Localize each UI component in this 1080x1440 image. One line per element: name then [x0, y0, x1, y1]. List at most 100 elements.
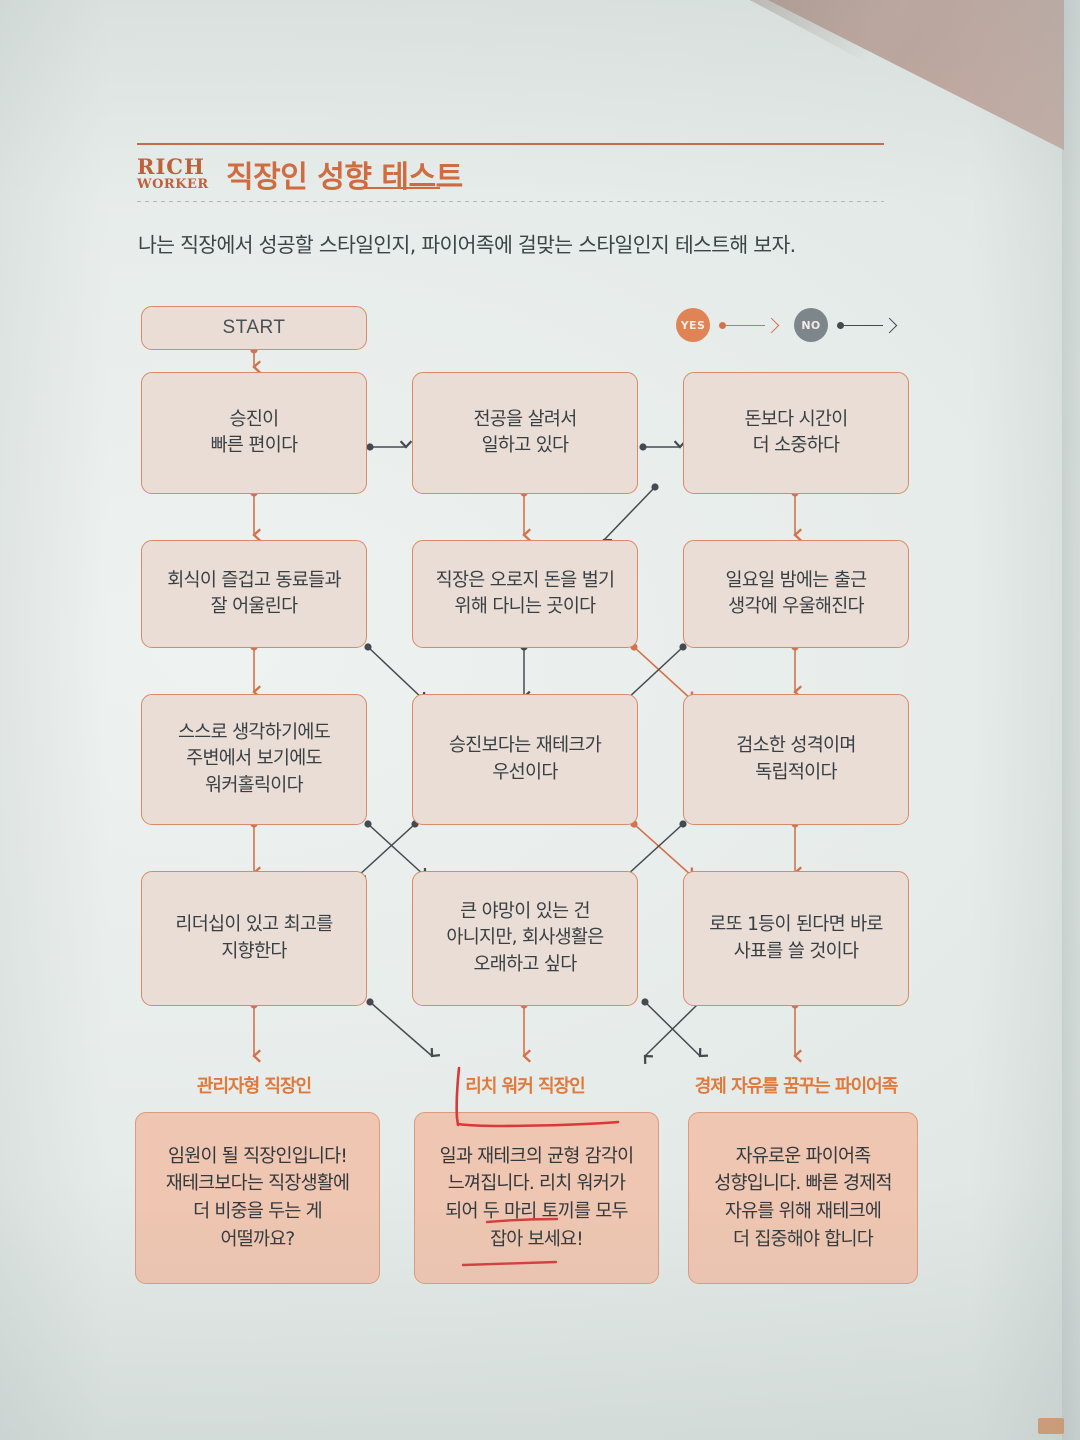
result-box-2-line1: 일과 재테크의 균형 감각이 [439, 1145, 634, 1167]
flow-node-q8[interactable]: 승진보다는 재테크가 우선이다 [412, 694, 638, 825]
wire-q1-to-q2 [366, 440, 413, 451]
flow-node-q12-line1: 로또 1등이 된다면 바로 [709, 914, 883, 936]
legend-item-no: NO [794, 308, 898, 342]
flow-node-q6-line2: 생각에 우울해진다 [728, 596, 864, 617]
flow-node-q11-line1: 큰 야망이 있는 건 [460, 901, 590, 923]
flow-node-q2-line2: 일하고 있다 [481, 435, 569, 456]
flow-node-q10-line2: 지향한다 [221, 940, 287, 962]
wire-q8-to-q10-no [356, 820, 419, 884]
flow-node-q2[interactable]: 전공을 살려서 일하고 있다 [412, 372, 638, 494]
legend-dot-yes [719, 322, 726, 329]
flow-node-q4[interactable]: 회식이 즐겁고 동료들과 잘 어울린다 [141, 540, 367, 648]
flow-node-q7-line2: 주변에서 보기에도 [186, 748, 322, 770]
flow-node-q12[interactable]: 로또 1등이 된다면 바로 사표를 쓸 것이다 [683, 871, 909, 1006]
wire-q10-to-r2-no [366, 998, 441, 1058]
result-title-2: 리치 워커 직장인 [465, 1076, 585, 1097]
wire-q9-to-q11-no [624, 820, 687, 884]
result-box-2-line2: 느껴집니다. 리치 워커가 [447, 1173, 626, 1195]
wire-q9-to-q12-yes [791, 820, 803, 880]
wire-q5-to-q9-yes-diagonal [630, 643, 701, 702]
legend-dot-no [837, 322, 844, 329]
legend-arrow-yes [719, 317, 780, 333]
page-title: 직장인 성향 테스트 [226, 160, 463, 195]
flow-node-q2-line1: 전공을 살려서 [473, 408, 577, 430]
result-title-3: 경제 자유를 꿈꾸는 파이어족 [694, 1076, 899, 1097]
flow-node-q1[interactable]: 승진이 빠른 편이다 [141, 372, 367, 494]
result-box-2-line3: 되어 두 마리 토끼를 모두 [445, 1201, 628, 1222]
logo-line-rich: RICH [137, 154, 205, 179]
flow-node-q3-line1: 돈보다 시간이 [744, 408, 848, 430]
result-box-1-line4: 어떨까요? [220, 1228, 296, 1250]
header-top-rule [137, 143, 884, 145]
wire-q6-to-q9-yes [791, 643, 803, 699]
page-number-sliver [1038, 1418, 1064, 1434]
result-box-1-line2: 재테크보다는 직장생활에 [165, 1173, 350, 1195]
flow-node-q9[interactable]: 검소한 성격이며 독립적이다 [683, 694, 909, 825]
flow-node-q11-line2: 아니지만, 회사생활은 [446, 927, 604, 949]
legend-badge-no: NO [794, 308, 828, 342]
result-box-2[interactable]: 일과 재테크의 균형 감각이 느껴집니다. 리치 워커가 되어 두 마리 토끼를… [414, 1112, 659, 1284]
result-box-3-line2: 성향입니다. 빠른 경제적 [714, 1173, 892, 1195]
flow-node-q1-line1: 승진이 [229, 408, 280, 430]
wire-q10-to-r1-yes [250, 1001, 262, 1063]
result-box-3-line4: 더 집중해야 합니다 [733, 1228, 874, 1250]
result-box-1-line3: 더 비중을 두는 게 [193, 1201, 323, 1222]
wire-q3-to-q6-yes [791, 489, 803, 542]
legend-line-no [841, 324, 883, 327]
flow-node-q5-line1: 직장은 오로지 돈을 벌기 [435, 569, 615, 591]
logo-line-worker: WORKER [137, 177, 209, 192]
flow-node-q7-line1: 스스로 생각하기에도 [177, 722, 331, 744]
flow-node-q9-line2: 독립적이다 [755, 761, 837, 783]
page-subtitle: 나는 직장에서 성공할 스타일인지, 파이어족에 걸맞는 스타일인지 테스트해 … [138, 233, 796, 257]
flow-node-q12-line2: 사표를 쓸 것이다 [733, 940, 859, 962]
page-right-edge [1062, 0, 1080, 1440]
result-box-3[interactable]: 자유로운 파이어족 성향입니다. 빠른 경제적 자유를 위해 재테크에 더 집중… [688, 1112, 918, 1284]
flow-node-q6[interactable]: 일요일 밤에는 출근 생각에 우울해진다 [683, 540, 909, 648]
legend-arrowhead-yes [763, 317, 780, 333]
rich-worker-logo: RICH WORKER [137, 156, 217, 191]
flow-node-q11[interactable]: 큰 야망이 있는 건 아니지만, 회사생활은 오래하고 싶다 [412, 871, 638, 1006]
wire-q4-to-q8-no [364, 643, 433, 702]
flow-node-q7[interactable]: 스스로 생각하기에도 주변에서 보기에도 워커홀릭이다 [141, 694, 367, 825]
legend-line-yes [723, 324, 765, 327]
wire-q2-to-q3 [639, 440, 687, 451]
flow-node-q3[interactable]: 돈보다 시간이 더 소중하다 [683, 372, 909, 494]
legend-badge-yes: YES [676, 308, 710, 342]
flow-node-q5[interactable]: 직장은 오로지 돈을 벌기 위해 다니는 곳이다 [412, 540, 638, 648]
result-box-1-line1: 임원이 될 직장인입니다! [168, 1145, 348, 1167]
result-box-3-line1: 자유로운 파이어족 [735, 1145, 872, 1167]
flow-node-q3-line2: 더 소중하다 [752, 435, 840, 456]
flow-node-q5-line2: 위해 다니는 곳이다 [454, 596, 597, 617]
wire-q1-to-q4-yes [250, 489, 262, 542]
result-box-2-line4: 잡아 보세요! [490, 1228, 584, 1250]
flow-node-start-label: START [222, 316, 286, 338]
wire-q11-to-r2-yes [520, 1001, 532, 1063]
wire-q7-to-q11-no [364, 820, 434, 878]
wire-q2-to-q5-yes [520, 489, 532, 542]
flow-node-q11-line3: 오래하고 싶다 [473, 953, 577, 975]
flow-node-q10[interactable]: 리더십이 있고 최고를 지향한다 [141, 871, 367, 1006]
result-title-1: 관리자형 직장인 [196, 1076, 312, 1097]
flow-node-q8-line2: 우선이다 [492, 761, 558, 783]
flow-node-q4-line1: 회식이 즐겁고 동료들과 [167, 569, 341, 591]
wire-q5-to-q8-no-vertical [520, 643, 531, 704]
flow-node-q7-line3: 워커홀릭이다 [205, 774, 304, 796]
wire-q8-to-q12-yes-diagonal [630, 820, 701, 878]
flow-node-q10-line1: 리더십이 있고 최고를 [175, 914, 333, 936]
flow-node-q4-line2: 잘 어울린다 [210, 596, 298, 617]
flow-node-q8-line1: 승진보다는 재테크가 [448, 735, 602, 757]
result-box-1[interactable]: 임원이 될 직장인입니다! 재테크보다는 직장생활에 더 비중을 두는 게 어떨… [135, 1112, 380, 1284]
header-dotted-rule [137, 201, 884, 202]
flow-node-q6-line1: 일요일 밤에는 출근 [725, 569, 868, 591]
wire-q7-to-q10-yes [250, 820, 262, 880]
page-title-underline [354, 187, 440, 189]
legend-arrow-no [837, 317, 898, 333]
flow-node-q9-line1: 검소한 성격이며 [736, 735, 856, 757]
flow-node-q1-line2: 빠른 편이다 [210, 435, 298, 456]
wire-q12-to-r2-cross-no [643, 998, 704, 1064]
wire-q12-to-r3-yes [791, 1001, 803, 1063]
result-box-3-line3: 자유를 위해 재테크에 [724, 1201, 882, 1222]
flow-node-start[interactable]: START [141, 306, 367, 350]
wire-q11-to-r2-cross-no [641, 998, 709, 1058]
